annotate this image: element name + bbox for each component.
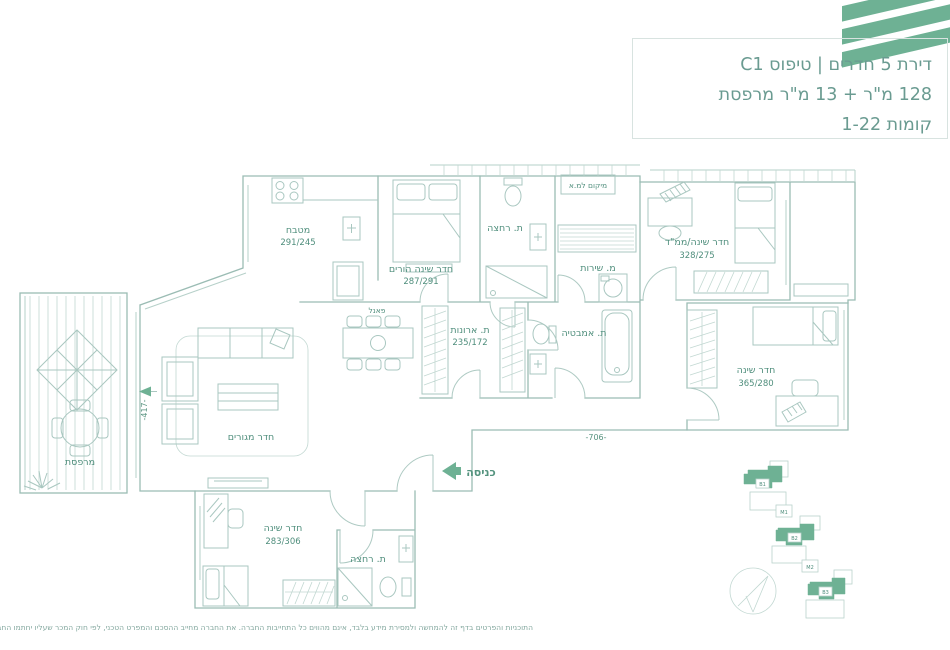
compass-icon	[729, 567, 777, 615]
dim-706: -706-	[585, 433, 606, 442]
site-plan: B1 M1 B2 M2 B3	[729, 460, 853, 619]
bathroom-tub: ת. אמבטיה	[529, 309, 633, 383]
dining-area: פאנל	[342, 306, 414, 371]
building-b3-label: B3	[822, 590, 829, 596]
room-dims-closets: 235/172	[452, 338, 487, 348]
room-dims-bedroom-right: 365/280	[738, 379, 773, 389]
legal-disclaimer: התוכניות והפרטים בדף זה להמחשה ולמסירת מ…	[0, 623, 533, 632]
window-band-top	[430, 164, 856, 182]
window-diagonal	[24, 185, 845, 580]
apartment-area-subtitle: 128 מ"ר + 13 מ"ר מרפסת	[718, 85, 932, 105]
bathroom-top: ת. רחצה	[485, 177, 548, 299]
room-dims-mamad: 328/275	[679, 251, 714, 261]
room-label-kitchen: מטבח	[286, 225, 310, 236]
room-label-bedroom-bottom: חדר שינה	[264, 523, 303, 534]
living-room: חדר מגורים	[161, 327, 309, 489]
building-b2-label: B2	[791, 536, 798, 542]
exterior-walls	[139, 175, 856, 492]
room-label-balcony: מרפסת	[65, 457, 95, 468]
plant-icon	[23, 470, 61, 491]
entrance-label: כניסה	[466, 466, 496, 479]
room-dims-parents: 287/291	[403, 277, 438, 287]
room-label-mamad: חדר שינה/ממ"ד	[665, 237, 729, 248]
entrance-arrow-icon	[442, 462, 461, 480]
apartment-type-title: דירת 5 חדרים | טיפוס C1	[740, 55, 932, 75]
service-room: מיקום למ.א מ. שירות	[557, 174, 637, 303]
building-b1-label: B1	[759, 482, 766, 488]
room-label-parents: חדר שינה הורים	[389, 264, 453, 275]
room-dims-kitchen: 291/245	[280, 238, 315, 248]
apartment-title-box: דירת 5 חדרים | טיפוס C1 128 מ"ר + 13 מ"ר…	[632, 38, 948, 139]
building-m2-label: M2	[806, 565, 814, 571]
building-m1-label: M1	[780, 510, 788, 516]
entrance: כניסה	[396, 454, 496, 492]
room-dims-bedroom-bottom: 283/306	[265, 537, 300, 547]
room-label-bedroom-right: חדר שינה	[737, 365, 776, 376]
bedroom-bottom: חדר שינה 283/306	[202, 493, 336, 607]
dim-417: -417-	[140, 399, 149, 420]
bedroom-right: חדר שינה 365/280	[686, 306, 839, 427]
brand-stripes-icon	[842, 0, 950, 78]
room-label-living: חדר מגורים	[228, 432, 275, 443]
parents-bedroom: חדר שינה הורים 287/291	[389, 179, 461, 287]
balcony: מרפסת	[19, 292, 128, 494]
room-label-closets: ת. ארונות	[450, 325, 489, 336]
room-label-bathtub: ת. אמבטיה	[561, 328, 606, 339]
umbrella-icon	[36, 329, 118, 411]
door-arcs	[329, 266, 720, 564]
room-label-bath-bottom: ת. רחצה	[350, 554, 386, 565]
dim-arrow-icon	[139, 386, 151, 397]
mamad-bedroom: חדר שינה/ממ"ד 328/275	[647, 181, 849, 297]
building-b1	[743, 465, 783, 489]
entrance-door-arc	[396, 454, 434, 492]
closet-corridor: ת. ארונות 235/172	[421, 305, 526, 395]
room-label-service: מ. שירות	[580, 263, 616, 274]
apartment-floors-subtitle: קומות 1-22	[841, 115, 932, 135]
balcony-table	[51, 399, 109, 457]
dimension-markers: -417- -706-	[139, 386, 607, 442]
kitchen: מטבח 291/245	[271, 177, 378, 301]
room-label-bath-top: ת. רחצה	[487, 223, 523, 234]
panel-label: פאנל	[369, 306, 386, 315]
ac-location-label: מיקום למ.א	[569, 181, 607, 190]
bathroom-bottom: ת. רחצה	[337, 535, 414, 607]
